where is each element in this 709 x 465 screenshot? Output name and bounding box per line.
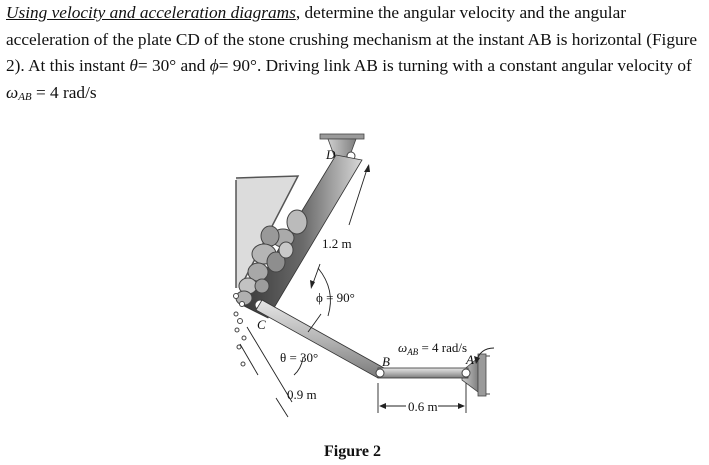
omega-value: = 4 rad/s — [31, 82, 97, 102]
label-b: B — [382, 354, 390, 369]
label-d: D — [325, 147, 336, 162]
stones — [235, 209, 308, 306]
pebbles — [233, 293, 247, 367]
angle-phi-label: ϕ = 90° — [316, 290, 355, 305]
reference-lines — [246, 326, 467, 413]
link-ab — [375, 367, 471, 379]
angle-theta-label: θ = 30° — [280, 350, 318, 365]
omega-subscript: AB — [18, 90, 32, 103]
phi-value: = 90°. Driving link AB is turning with a… — [218, 56, 692, 75]
label-a: A — [465, 352, 474, 367]
problem-statement: Using velocity and acceleration diagrams… — [6, 0, 706, 110]
problem-text-1: , determine the angular velocity and the… — [6, 3, 698, 75]
dimension-cd — [310, 164, 370, 289]
link-bc — [255, 299, 385, 379]
dimension-ab-label: 0.6 m — [408, 399, 438, 414]
omega-symbol: ω — [6, 82, 19, 102]
dimension-bc-label: 0.9 m — [287, 387, 317, 402]
omega-arrow — [474, 347, 495, 364]
theta-value: = 30° and — [137, 56, 210, 75]
dimension-ab — [379, 403, 465, 409]
omega-ab-label: ωAB = 4 rad/s — [398, 340, 467, 357]
phi-symbol: ϕ — [209, 56, 219, 75]
label-c: C — [257, 317, 266, 332]
theta-symbol: θ — [129, 56, 138, 75]
figure-caption: Figure 2 — [324, 443, 381, 460]
dimension-cd-label: 1.2 m — [322, 236, 352, 251]
angle-arcs — [293, 267, 331, 376]
dimension-bc — [239, 343, 289, 418]
problem-lead: Using velocity and acceleration diagrams — [6, 3, 296, 22]
